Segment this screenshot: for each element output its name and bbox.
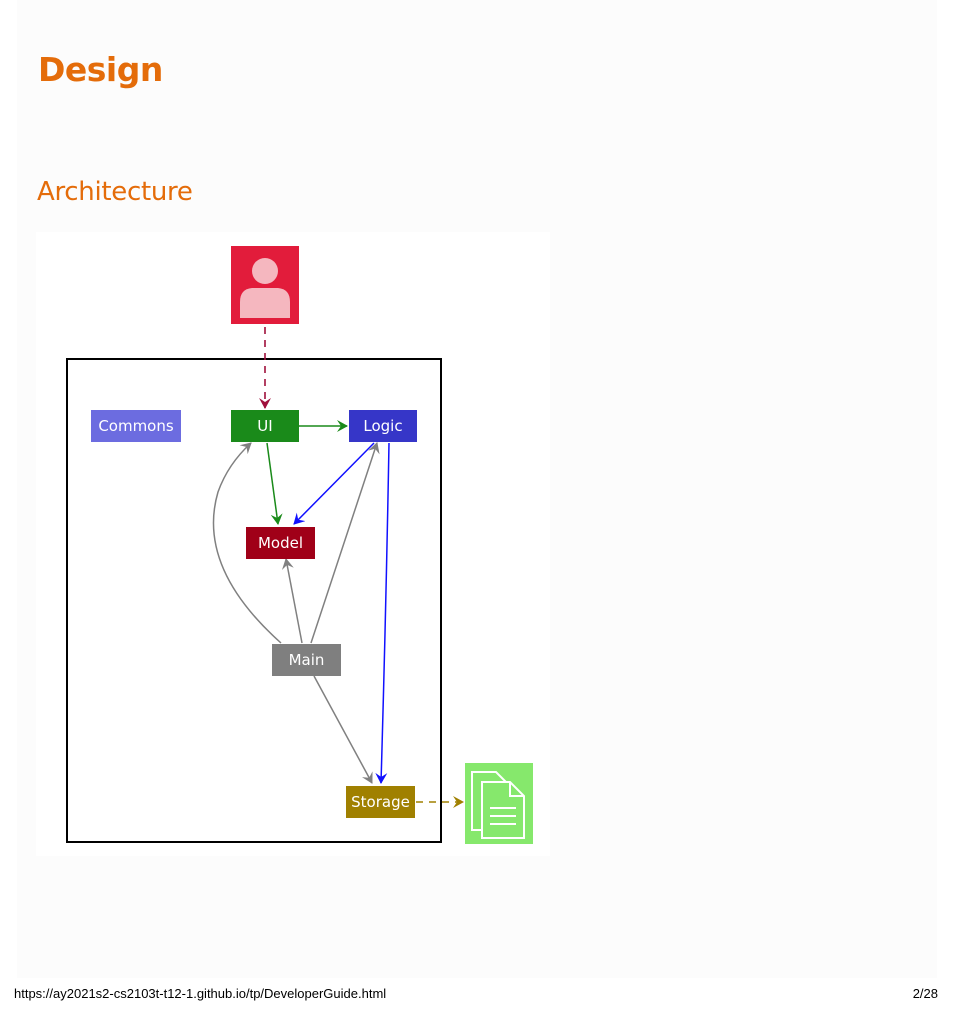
main-box: Main xyxy=(272,644,341,676)
storage-label: Storage xyxy=(351,793,410,811)
model-box: Model xyxy=(246,527,315,559)
commons-box: Commons xyxy=(91,410,181,442)
model-label: Model xyxy=(258,534,303,552)
architecture-diagram: Commons UI Logic Model Main Storage xyxy=(36,232,550,856)
footer-url: https://ay2021s2-cs2103t-t12-1.github.io… xyxy=(14,986,387,1001)
section-heading: Design xyxy=(38,50,163,89)
commons-label: Commons xyxy=(98,417,174,435)
user-icon xyxy=(231,246,299,324)
storage-box: Storage xyxy=(346,786,415,818)
main-to-storage-arrow xyxy=(313,675,373,784)
logic-box: Logic xyxy=(349,410,417,442)
logic-label: Logic xyxy=(363,417,402,435)
ui-label: UI xyxy=(257,417,272,435)
file-icon xyxy=(465,763,533,844)
ui-to-model-arrow xyxy=(266,442,283,525)
logic-to-storage-arrow xyxy=(375,442,390,784)
main-label: Main xyxy=(289,651,325,669)
ui-box: UI xyxy=(231,410,299,442)
main-to-model-arrow xyxy=(281,558,303,644)
system-boundary xyxy=(66,358,442,843)
logic-to-model-arrow xyxy=(293,442,375,525)
footer-page-number: 2/28 xyxy=(912,986,938,1001)
subsection-heading: Architecture xyxy=(37,177,193,207)
main-to-ui-arrow xyxy=(212,442,282,644)
main-to-logic-arrow xyxy=(310,442,380,644)
